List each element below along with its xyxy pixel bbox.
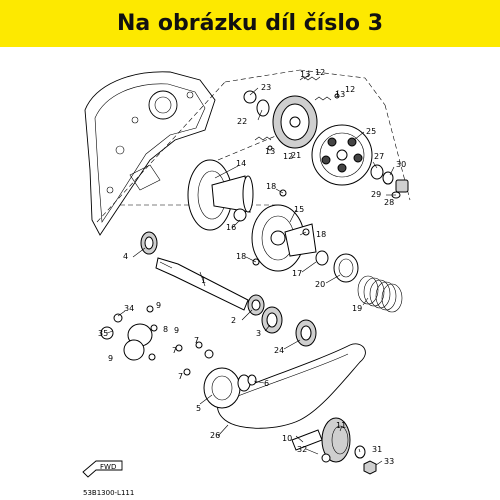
leader-lines xyxy=(106,73,396,466)
label-7b: 7 xyxy=(194,336,199,345)
label-31: 31 xyxy=(372,445,382,454)
bearing-4 xyxy=(140,231,158,255)
label-24: 24 xyxy=(274,346,284,355)
label-32: 32 xyxy=(297,445,307,454)
label-5: 5 xyxy=(196,404,201,413)
label-1: 1 xyxy=(201,276,206,285)
label-7a: 7 xyxy=(172,346,177,355)
primary-sliding-sheave xyxy=(203,367,257,409)
label-20: 20 xyxy=(315,280,325,289)
clutch-carrier xyxy=(243,90,318,149)
label-2: 2 xyxy=(231,316,236,325)
secondary-fixed-sheave xyxy=(187,159,254,231)
label-13c: 13 xyxy=(265,147,275,156)
label-12b: 12 xyxy=(345,85,355,94)
label-13a: 13 xyxy=(300,70,310,79)
label-16: 16 xyxy=(226,223,236,232)
label-19: 19 xyxy=(352,304,362,313)
secondary-sliding-sheave xyxy=(251,189,317,272)
label-29: 29 xyxy=(371,190,381,199)
label-18a: 18 xyxy=(266,182,276,191)
fwd-label: FWD xyxy=(100,463,116,471)
primary-fixed-sheave xyxy=(291,417,377,475)
label-35: 35 xyxy=(98,329,108,338)
label-8: 8 xyxy=(163,325,168,334)
label-10: 10 xyxy=(282,434,292,443)
compression-spring xyxy=(357,275,403,313)
label-15: 15 xyxy=(294,205,304,214)
label-13b: 13 xyxy=(335,90,345,99)
label-18c: 18 xyxy=(236,252,246,261)
label-11: 11 xyxy=(336,421,346,430)
label-3: 3 xyxy=(256,329,261,338)
bearing-24 xyxy=(295,319,317,347)
bearing-3 xyxy=(261,306,283,334)
label-33: 33 xyxy=(384,457,394,466)
part-labels: 1 2 3 4 5 6 7 7 7 8 9 9 9 10 11 12 12 12… xyxy=(98,68,406,466)
page-title: Na obrázku díl číslo 3 xyxy=(116,11,384,36)
label-25: 25 xyxy=(366,127,376,136)
v-belt xyxy=(217,343,366,429)
label-12c: 12 xyxy=(283,152,293,161)
clutch-nut-set xyxy=(370,164,409,199)
label-9a: 9 xyxy=(156,301,161,310)
label-21: 21 xyxy=(291,151,301,160)
label-4: 4 xyxy=(123,252,128,261)
label-23: 23 xyxy=(261,83,271,92)
label-18b: 18 xyxy=(316,230,326,239)
label-30: 30 xyxy=(396,160,406,169)
label-12a: 12 xyxy=(315,68,325,77)
crankcase-cover xyxy=(84,71,216,236)
label-26: 26 xyxy=(210,431,220,440)
label-17: 17 xyxy=(292,269,302,278)
diagram-code: 53B1300-L111 xyxy=(83,489,134,497)
label-9b: 9 xyxy=(174,326,179,335)
clutch-housing xyxy=(311,124,373,186)
title-banner: Na obrázku díl číslo 3 xyxy=(0,0,500,47)
fwd-arrow-icon: FWD xyxy=(82,460,123,478)
label-14: 14 xyxy=(236,159,246,168)
variator-weights xyxy=(100,305,214,376)
label-34: 34 xyxy=(124,304,134,313)
label-6: 6 xyxy=(264,379,269,388)
label-7c: 7 xyxy=(178,372,183,381)
label-22: 22 xyxy=(237,117,247,126)
label-27: 27 xyxy=(374,152,384,161)
primary-shaft xyxy=(155,257,249,311)
seal-collar xyxy=(315,250,359,283)
label-28: 28 xyxy=(384,198,394,207)
label-9c: 9 xyxy=(108,354,113,363)
